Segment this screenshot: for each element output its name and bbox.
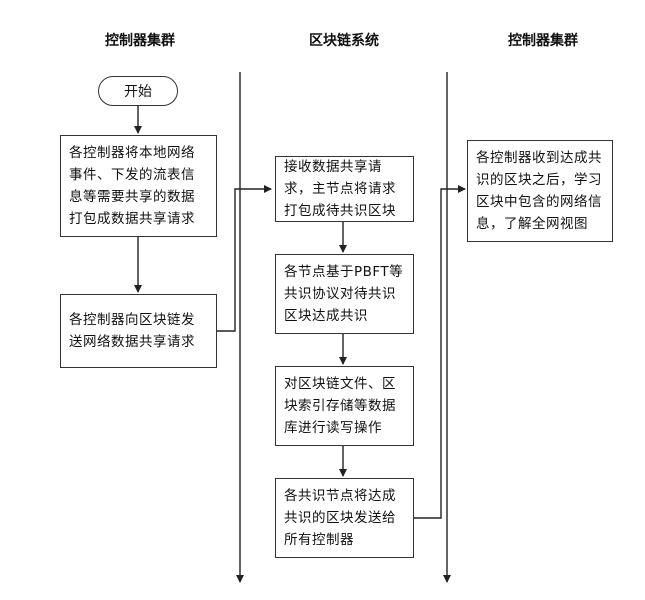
middle-box-3-text: 对区块链文件、区块索引存储等数据库进行读写操作 bbox=[284, 376, 396, 436]
arrow-middle-box-4-to-right-box bbox=[414, 185, 466, 519]
start-label: 开始 bbox=[124, 84, 152, 100]
middle-box-receive-request: 接收数据共享请求，主节点将请求打包成待共识区块 bbox=[275, 156, 414, 222]
header-blockchain-system: 区块链系统 bbox=[309, 33, 379, 49]
left-box-package-request: 各控制器将本地网络事件、下发的流表信息等需要共享的数据打包成数据共享请求 bbox=[60, 135, 217, 237]
arrow-left-box-2-to-middle-box-1 bbox=[217, 185, 272, 332]
middle-box-1-text: 接收数据共享请求，主节点将请求打包成待共识区块 bbox=[284, 159, 396, 219]
middle-box-2-text: 各节点基于PBFT等共识协议对待共识区块达成共识 bbox=[284, 264, 404, 324]
right-box-text: 各控制器收到达成共识的区块之后，学习区块中包含的网络信息，了解全网视图 bbox=[476, 150, 602, 232]
header-left-controller-cluster: 控制器集群 bbox=[105, 33, 175, 49]
middle-box-4-text: 各共识节点将达成共识的区块发送给所有控制器 bbox=[284, 488, 396, 548]
header-right-controller-cluster: 控制器集群 bbox=[508, 33, 578, 49]
left-box-1-text: 各控制器将本地网络事件、下发的流表信息等需要共享的数据打包成数据共享请求 bbox=[69, 145, 195, 227]
middle-box-pbft-consensus: 各节点基于PBFT等共识协议对待共识区块达成共识 bbox=[275, 254, 414, 334]
right-box-learn-network-view: 各控制器收到达成共识的区块之后，学习区块中包含的网络信息，了解全网视图 bbox=[467, 140, 613, 242]
start-terminal: 开始 bbox=[98, 76, 178, 106]
left-box-send-request: 各控制器向区块链发送网络数据共享请求 bbox=[60, 294, 217, 368]
middle-box-send-block: 各共识节点将达成共识的区块发送给所有控制器 bbox=[275, 478, 414, 558]
left-box-2-text: 各控制器向区块链发送网络数据共享请求 bbox=[69, 312, 195, 350]
middle-box-database-readwrite: 对区块链文件、区块索引存储等数据库进行读写操作 bbox=[275, 366, 414, 446]
